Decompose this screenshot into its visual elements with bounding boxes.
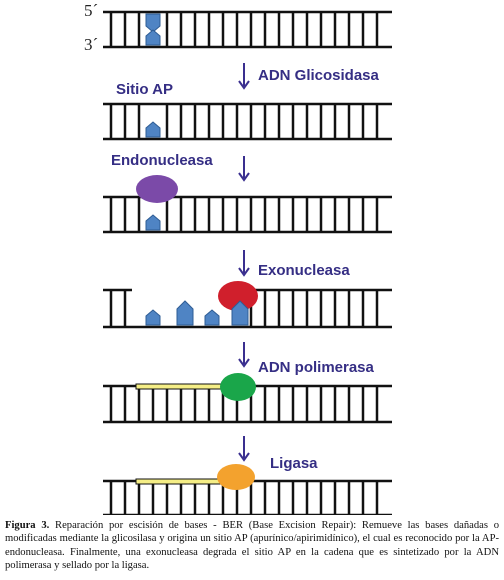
polymerase-enzyme — [220, 373, 256, 401]
ber-diagram: 5´ 3´ ADN Glicosidasa Sitio AP Endonucle… — [84, 1, 392, 515]
five-prime-label: 5´ — [84, 1, 98, 20]
exonuclease-enzyme — [218, 281, 258, 311]
arrow-down-icon — [238, 63, 250, 90]
dna-duplex-1 — [103, 10, 392, 49]
endonuclease-enzyme — [136, 175, 178, 203]
base-pointed — [176, 300, 194, 326]
ap-site-base — [204, 309, 220, 326]
arrow-down-icon — [238, 342, 250, 368]
exonuclease-label: Exonucleasa — [258, 262, 350, 279]
ligase-enzyme — [217, 464, 255, 490]
ap-site-base — [145, 121, 161, 138]
endonuclease-label: Endonucleasa — [111, 152, 213, 169]
damaged-base-top — [145, 13, 161, 33]
new-strand-segment — [135, 383, 233, 390]
ligase-label: Ligasa — [270, 455, 318, 472]
dna-duplex-4 — [103, 288, 392, 329]
ap-site-label: Sitio AP — [116, 81, 173, 98]
caption-text: Reparación por escisión de bases - BER (… — [5, 520, 500, 572]
damaged-base-bottom — [145, 29, 161, 46]
polymerase-label: ADN polimerasa — [258, 359, 375, 376]
figure-caption: Figura 3. Reparación por escisión de bas… — [5, 519, 499, 573]
ap-site-base — [145, 214, 161, 231]
figure-number: Figura 3. — [5, 520, 50, 531]
arrow-down-icon — [238, 156, 250, 182]
three-prime-label: 3´ — [84, 35, 98, 54]
dna-duplex-6 — [103, 479, 392, 515]
ap-site-base — [145, 309, 161, 326]
glycosylase-label: ADN Glicosidasa — [258, 67, 380, 84]
base-pointed — [231, 300, 249, 326]
dna-duplex-3 — [103, 195, 392, 234]
dna-duplex-2 — [103, 102, 392, 141]
arrow-down-icon — [238, 250, 250, 277]
arrow-down-icon — [238, 436, 250, 462]
